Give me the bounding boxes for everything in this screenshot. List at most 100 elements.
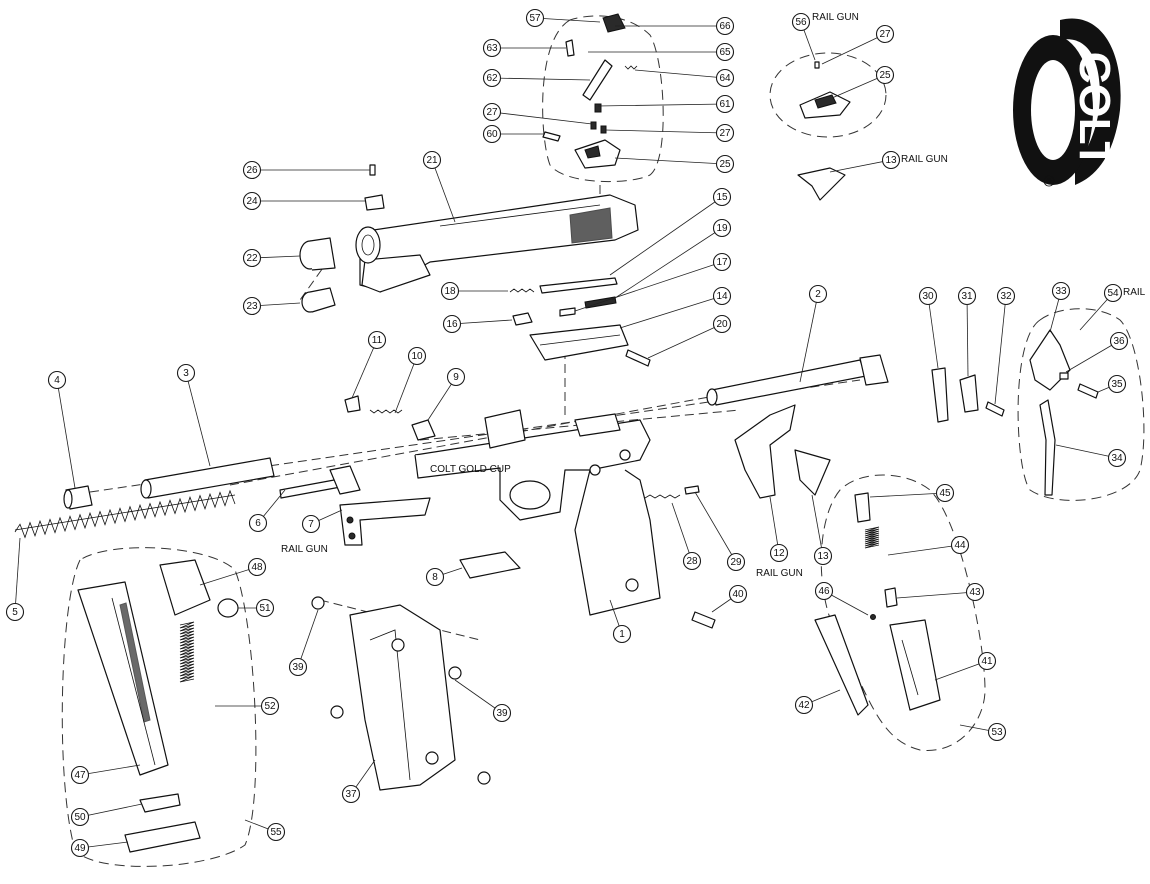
callout-circle [791,12,811,32]
callout-circle [977,651,997,671]
callout-36: 36 [1109,331,1129,351]
leader-line [896,591,976,599]
callout-14: 14 [712,286,732,306]
leader-line [451,319,513,325]
callout-number: 12 [773,548,785,559]
leader-line [694,491,737,563]
leader-line [491,77,591,81]
rear-sight-screw [565,39,575,57]
callout-number: 60 [486,129,498,140]
note-rail-gun-56: RAIL GUN [812,12,859,23]
callout-circle [288,657,308,677]
rail-sight-group-outline [769,52,887,138]
callout-number: 61 [719,99,731,110]
hammer-33 [1029,329,1071,391]
callout-number: 3 [183,368,189,379]
mainspring-housing-41 [889,619,941,711]
callout-46: 46 [814,581,834,601]
callout-circle [242,296,262,316]
callout-number: 13 [885,155,897,166]
magazine-47 [77,581,169,776]
logo-registered-mark: ® [1047,178,1052,185]
callout-circle [70,765,90,785]
leader-line [609,196,723,276]
callout-37: 37 [341,784,361,804]
callout-circle [176,363,196,383]
callout-circle [682,551,702,571]
front-sight [364,194,385,211]
callout-circle [1107,448,1127,468]
callout-number: 18 [444,286,456,297]
mainspring-housing-pin-40 [691,611,716,629]
leader-line [831,74,886,99]
callout-circle [715,16,735,36]
callout-19: 19 [712,218,732,238]
callout-29: 29 [726,552,746,572]
callout-circle [5,602,25,622]
frame-marking: COLT GOLD CUP [430,464,511,475]
rail-gun-thumb-safety-13 [797,167,846,201]
extractor-16 [512,312,533,326]
leader-line [994,295,1007,405]
callout-8: 8 [425,567,445,587]
callout-62: 62 [482,68,502,88]
leader-line [79,803,143,818]
leader-line [574,261,723,312]
pin-20 [625,349,651,367]
callout-circle [301,514,321,534]
callout-30: 30 [918,286,938,306]
callout-number: 22 [246,253,258,264]
slide-stop-plunger-9 [411,419,436,441]
callout-31: 31 [957,286,977,306]
callout-number: 39 [292,662,304,673]
barrel [706,354,889,406]
callout-40: 40 [728,584,748,604]
callout-28: 28 [682,551,702,571]
leader-line [431,159,456,223]
callout-number: 2 [815,289,821,300]
callout-circle [422,150,442,170]
recoil-spring-guide-3 [140,457,275,499]
callout-33: 33 [1051,281,1071,301]
callout-5: 5 [5,602,25,622]
callout-number: 39 [496,708,508,719]
rail-sight [799,61,851,119]
callout-number: 44 [954,540,966,551]
callout-circle [794,695,814,715]
callout-number: 35 [1111,379,1123,390]
callout-circle [813,546,833,566]
slide-stop-8 [459,551,521,579]
callout-circle [996,286,1016,306]
leader-line [199,566,258,586]
callout-circle [712,187,732,207]
callout-circle [341,784,361,804]
callout-number: 8 [432,572,438,583]
grip-safety-13 [794,449,831,496]
callout-number: 20 [716,319,728,330]
callout-10: 10 [407,346,427,366]
callout-60: 60 [482,124,502,144]
callout-number: 42 [798,700,810,711]
slide [355,194,639,293]
callout-54: 54 [1103,283,1123,303]
retainer-pin-46 [870,614,876,620]
callout-number: 4 [54,375,60,386]
callout-61: 61 [715,94,735,114]
leader-line [887,544,961,556]
rear-sight-pin-60 [542,131,561,142]
callout-number: 24 [246,196,258,207]
leader-line [966,295,969,377]
leader-line [934,660,988,681]
note-rail-gun-12: RAIL GUN [756,568,803,579]
leader-line [811,494,824,557]
callout-circle [712,314,732,334]
callout-circle [935,483,955,503]
sear-31 [959,374,979,413]
callout-circle [482,102,502,122]
callout-49: 49 [70,838,90,858]
callout-42: 42 [794,695,814,715]
callout-circle [881,150,901,170]
leader-line [1065,340,1120,373]
recoil-spring-guide-18 [509,288,535,293]
plunger-spring-10 [369,409,403,414]
